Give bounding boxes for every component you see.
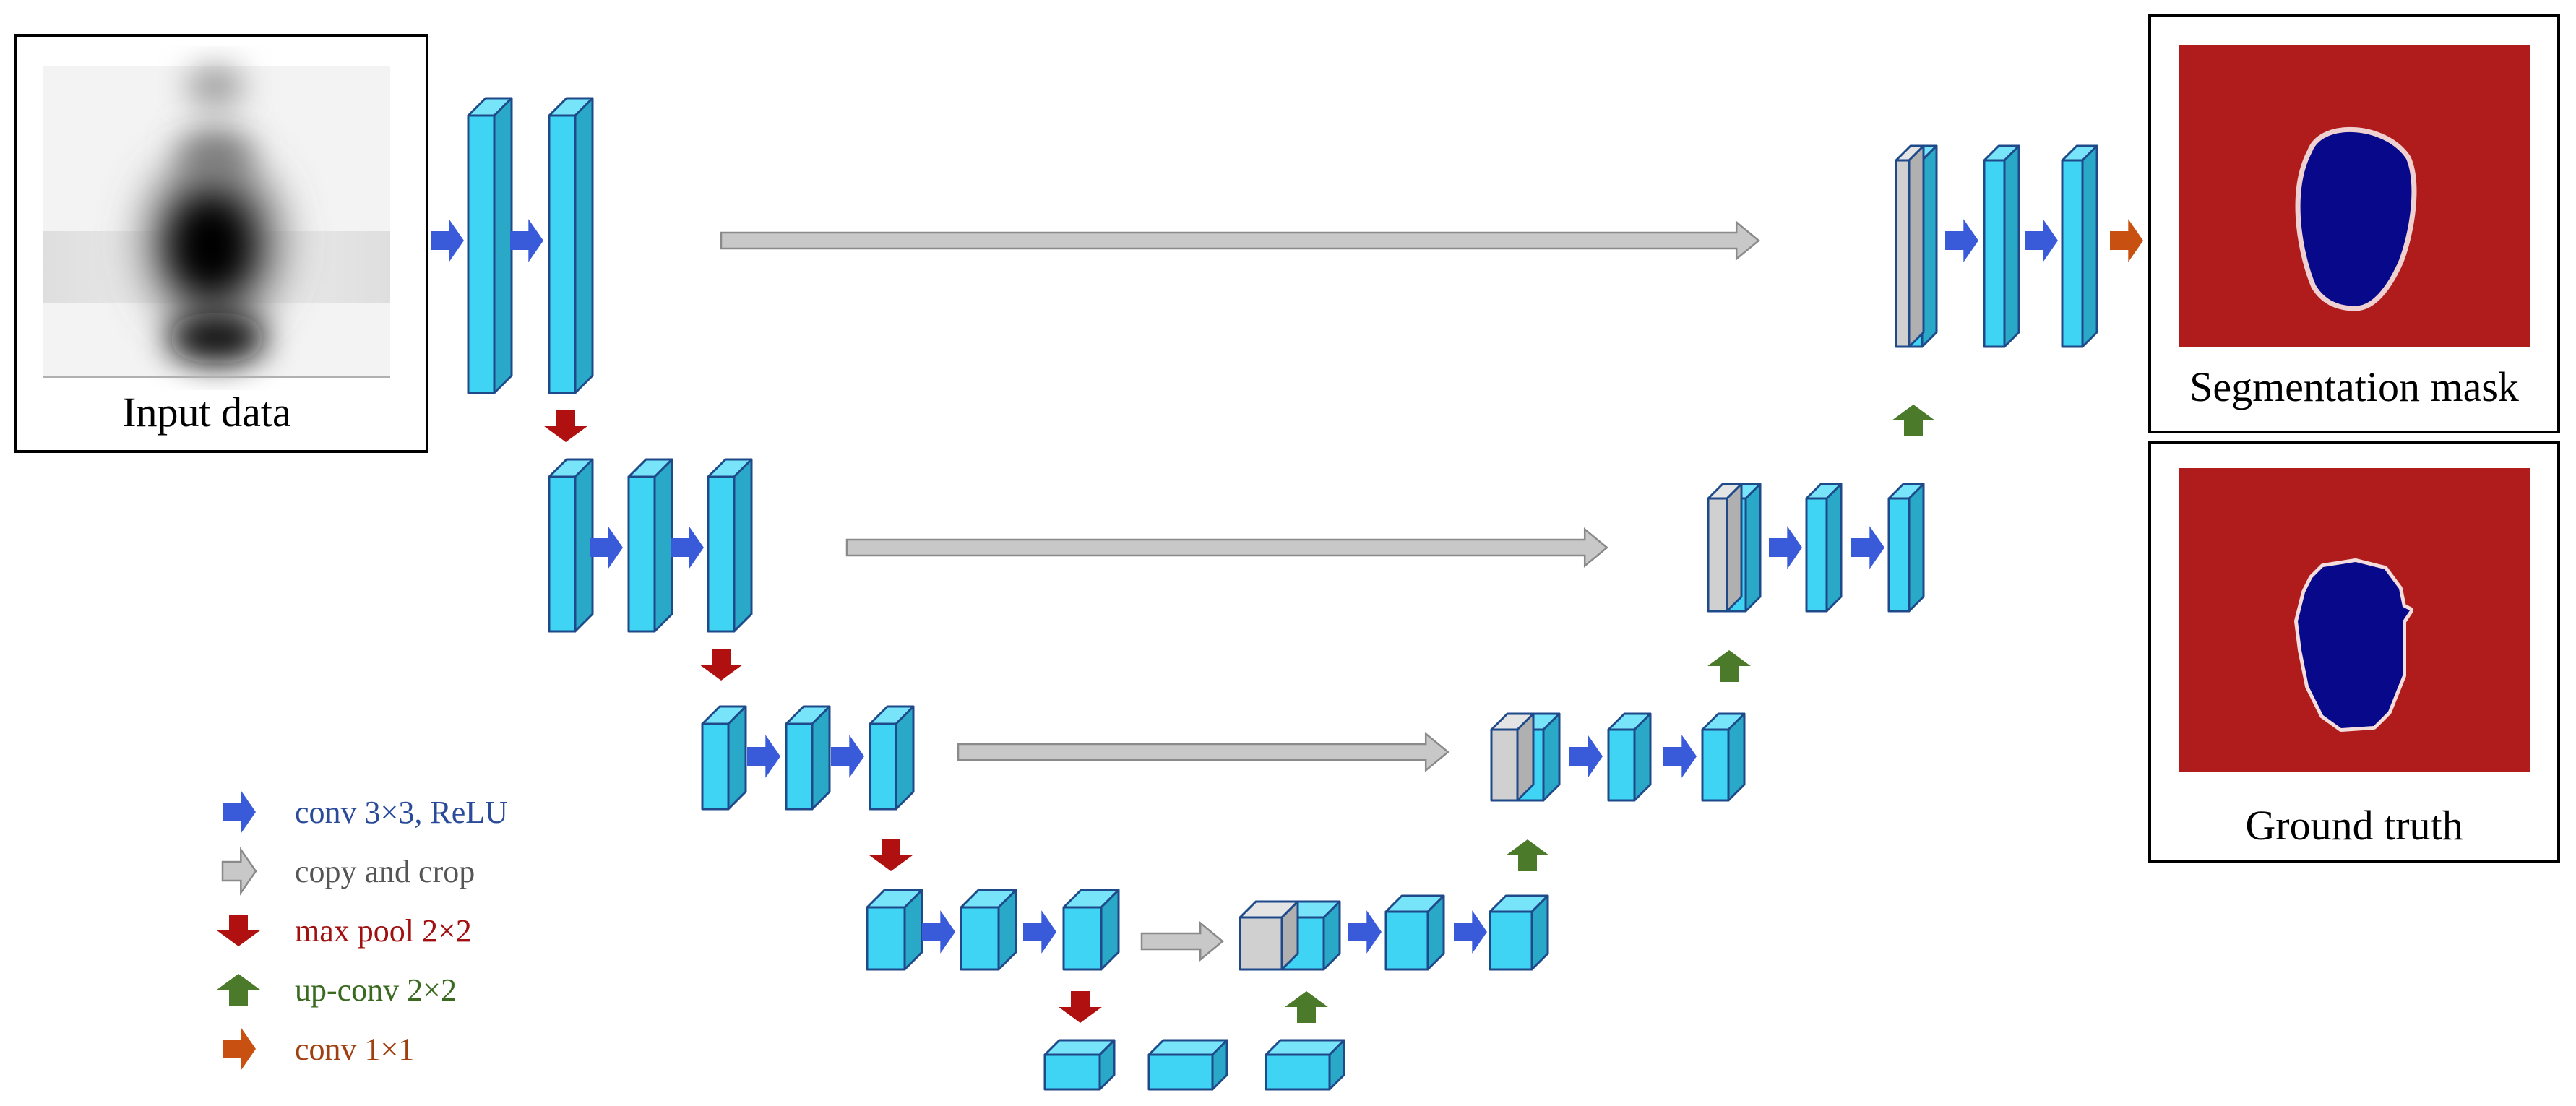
legend-label-upconv: up-conv 2×2 xyxy=(295,972,457,1008)
ground-truth-caption: Ground truth xyxy=(2245,802,2463,849)
encoder-l4-block-3 xyxy=(1062,889,1120,971)
decoder-l3-concat-copied xyxy=(1490,712,1535,802)
up-conv-arrow-icon xyxy=(1285,991,1328,1023)
segmentation-mask-image xyxy=(2179,45,2530,347)
segmentation-mask-panel: Segmentation mask xyxy=(2148,14,2560,433)
input-data-caption: Input data xyxy=(122,389,291,436)
bottleneck-block-1 xyxy=(1043,1039,1116,1091)
legend-label-conv: conv 3×3, ReLU xyxy=(295,795,508,830)
conv-arrow-icon xyxy=(1769,526,1802,569)
ground-truth-panel: Ground truth xyxy=(2148,441,2560,863)
legend-item: max pool 2×2 xyxy=(217,913,472,949)
copy-crop-arrow-icon xyxy=(845,527,1608,568)
copy-crop-arrow-icon xyxy=(720,220,1760,261)
legend-label-copy: copy and crop xyxy=(295,854,475,889)
legend-arrow-shape xyxy=(223,790,256,834)
conv-arrow-icon xyxy=(1454,910,1487,954)
conv-arrow-icon xyxy=(1023,910,1056,954)
encoder-l2-block-2 xyxy=(627,458,673,633)
decoder-l4-concat-copied xyxy=(1239,900,1299,971)
legend-item: conv 3×3, ReLU xyxy=(223,790,508,834)
ground-truth-image xyxy=(2179,468,2530,772)
unet-network xyxy=(431,97,2143,1091)
conv-1x1-arrow-icon xyxy=(2110,219,2143,262)
up-conv-arrow-icon xyxy=(1707,650,1751,682)
conv-arrow-icon xyxy=(1945,219,1978,262)
conv-arrow-icon xyxy=(1569,735,1603,778)
input-data-panel: Input data xyxy=(14,34,428,453)
up-conv-arrow-icon xyxy=(1506,839,1549,871)
segmentation-mask-caption: Segmentation mask xyxy=(2189,363,2519,410)
encoder-l4-block-1 xyxy=(866,889,923,971)
conv-arrow-icon xyxy=(2025,219,2058,262)
legend-arrow-conv-icon xyxy=(223,790,256,834)
max-pool-arrow-icon xyxy=(544,410,587,442)
conv-arrow-icon xyxy=(747,735,780,778)
conv-arrow-icon xyxy=(1348,910,1382,954)
max-pool-arrow-icon xyxy=(869,839,913,871)
copy-crop-arrow-icon xyxy=(1140,921,1224,962)
encoder-l3-block-1 xyxy=(701,705,747,811)
legend-arrow-shape xyxy=(223,1027,256,1071)
up-conv-arrow-icon xyxy=(1892,405,1935,436)
decoder-l2-concat-copied xyxy=(1707,483,1743,613)
copy-crop-arrow-icon xyxy=(957,732,1449,772)
conv-arrow-icon xyxy=(922,910,955,954)
decoder-l1-block-1 xyxy=(1983,144,2020,348)
conv-arrow-icon xyxy=(1663,735,1697,778)
legend-arrow-pool-icon xyxy=(217,915,260,946)
legend-item: copy and crop xyxy=(221,847,475,896)
encoder-l2-block-1 xyxy=(548,458,594,633)
input-image xyxy=(43,66,390,378)
max-pool-arrow-icon xyxy=(1059,991,1102,1023)
decoder-l4-block-1 xyxy=(1384,894,1445,971)
legend-item: up-conv 2×2 xyxy=(217,972,457,1008)
conv-arrow-icon xyxy=(1851,526,1884,569)
legend-arrow-copy-icon xyxy=(221,847,257,896)
max-pool-arrow-icon xyxy=(699,649,743,681)
encoder-l3-block-3 xyxy=(869,705,915,811)
bottleneck-block-2 xyxy=(1147,1039,1228,1091)
conv-arrow-icon xyxy=(671,526,704,569)
decoder-l2-block-1 xyxy=(1805,483,1843,613)
conv-arrow-icon xyxy=(510,219,543,262)
conv-arrow-icon xyxy=(831,735,864,778)
legend-arrow-conv1x1-icon xyxy=(223,1027,256,1071)
bottleneck-block-3 xyxy=(1265,1039,1345,1091)
encoder-l4-block-2 xyxy=(960,889,1017,971)
decoder-l3-block-2 xyxy=(1701,712,1746,802)
encoder-l1-block-2 xyxy=(548,97,594,394)
legend-arrow-shape xyxy=(217,974,260,1006)
encoder-l1-block-1 xyxy=(467,97,513,394)
decoder-l4-block-2 xyxy=(1489,894,1549,971)
decoder-l1-concat-copied xyxy=(1895,144,1925,348)
encoder-l2-block-3 xyxy=(707,458,753,633)
legend-label-pool: max pool 2×2 xyxy=(295,913,472,949)
legend-arrow-shape xyxy=(221,847,257,896)
legend-label-conv1x1: conv 1×1 xyxy=(295,1032,414,1067)
decoder-l1-block-2 xyxy=(2061,144,2098,348)
conv-arrow-icon xyxy=(431,219,464,262)
conv-arrow-icon xyxy=(590,526,623,569)
encoder-l3-block-2 xyxy=(785,705,831,811)
legend-arrow-shape xyxy=(217,915,260,946)
legend-arrow-upconv-icon xyxy=(217,974,260,1006)
legend-item: conv 1×1 xyxy=(223,1027,414,1071)
decoder-l2-block-2 xyxy=(1887,483,1925,613)
legend: conv 3×3, ReLU copy and crop max pool 2×… xyxy=(217,790,508,1071)
decoder-l3-block-1 xyxy=(1607,712,1652,802)
